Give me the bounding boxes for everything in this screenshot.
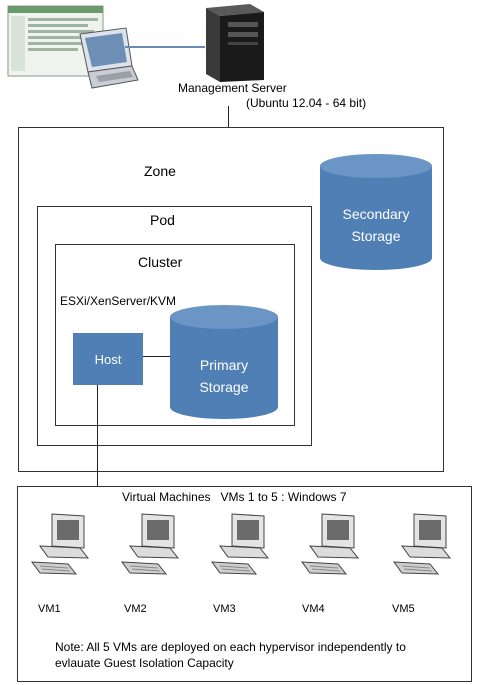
primary-storage-cylinder (170, 305, 278, 419)
management-server-label: Management Server (178, 81, 287, 95)
vm-item (300, 510, 362, 585)
vm-label: VM4 (302, 603, 325, 615)
vm-item (120, 510, 182, 585)
note-line-2: evlauate Guest Isolation Capacity (55, 656, 234, 670)
secondary-storage-line1: Secondary (342, 206, 410, 222)
computer-icon (210, 513, 270, 575)
management-zone-connector (228, 106, 229, 128)
secondary-storage-label: Secondary Storage (318, 203, 434, 247)
server-tower-icon (206, 4, 264, 82)
computer-icon (392, 513, 452, 575)
vm-label: VM5 (392, 603, 415, 615)
vm-item (210, 510, 272, 585)
computer-icon (30, 513, 90, 575)
secondary-storage-line2: Storage (351, 228, 401, 244)
network-link (125, 46, 205, 48)
primary-storage-line1: Primary (199, 357, 249, 373)
host-storage-connector (143, 356, 171, 357)
vm-label: VM2 (124, 603, 147, 615)
secondary-storage-cylinder (320, 154, 432, 270)
vm-title: Virtual Machines VMs 1 to 5 : Windows 7 (122, 490, 347, 504)
primary-storage-label: Primary Storage (168, 354, 280, 398)
zone-label: Zone (144, 163, 176, 179)
host-vm-connector (97, 385, 98, 488)
host-label: Host (94, 351, 122, 367)
computer-icon (120, 513, 180, 575)
vm-item (30, 510, 92, 585)
laptop-icon (7, 5, 139, 89)
vm-label: VM1 (38, 603, 61, 615)
vm-item (392, 510, 454, 585)
note-line-1: Note: All 5 VMs are deployed on each hyp… (55, 640, 406, 654)
management-server-os-label: (Ubuntu 12.04 - 64 bit) (246, 96, 367, 110)
primary-storage-line2: Storage (199, 379, 249, 395)
hypervisor-label: ESXi/XenServer/KVM (60, 294, 177, 308)
vm-label: VM3 (213, 603, 236, 615)
computer-icon (300, 513, 360, 575)
pod-label: Pod (150, 212, 175, 228)
cluster-label: Cluster (138, 254, 183, 270)
host-box: Host (73, 333, 143, 385)
